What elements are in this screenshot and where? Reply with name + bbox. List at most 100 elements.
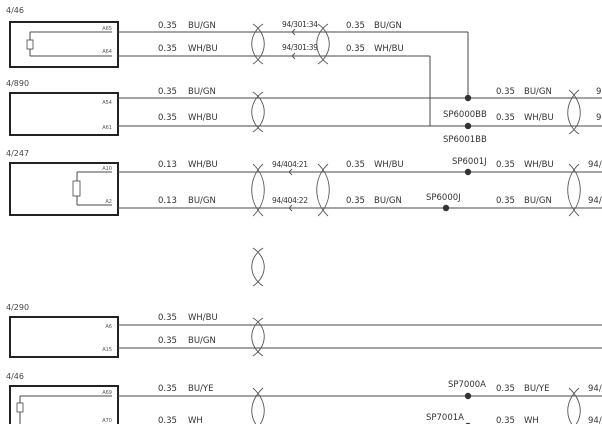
wire-color: BU/GN	[374, 21, 402, 31]
twisted-pair-icon	[251, 91, 265, 133]
wire-size: 0.35	[158, 416, 177, 424]
connector-code: 94/	[588, 384, 602, 394]
twisted-pair-icon	[251, 23, 265, 65]
twisted-pair-icon	[251, 247, 265, 287]
wire-size: 0.35	[158, 44, 177, 54]
wire-size: 0.13	[158, 160, 177, 170]
wire-size: 0.35	[346, 21, 365, 31]
wire-color: BU/GN	[524, 87, 552, 97]
wire-color: BU/YE	[188, 384, 213, 394]
wire-size: 0.35	[346, 160, 365, 170]
pin-label: A70	[102, 418, 112, 424]
wire-color: WH/BU	[188, 313, 218, 323]
wire-size: 0.13	[158, 196, 177, 206]
connector-pin-icon	[288, 204, 293, 212]
block-4-890: 4/890 A54 A61 0.35 BU/GN 0.35 WH/BU SP60…	[6, 79, 602, 145]
component-label: 4/890	[6, 79, 29, 88]
splice-point	[464, 392, 472, 400]
splice-label: SP6000J	[426, 193, 461, 203]
twisted-pair-icon	[567, 163, 581, 217]
pin-label: A54	[102, 100, 112, 106]
wire-size: 0.35	[496, 196, 515, 206]
wire-color: BU/GN	[374, 196, 402, 206]
twisted-pair-icon	[251, 163, 265, 217]
twisted-pair-icon	[316, 163, 330, 217]
resistor-symbol	[72, 171, 112, 206]
splice-label: SP6000BB	[443, 110, 487, 120]
pin-label: A61	[102, 125, 112, 131]
connector-code: 94/	[588, 196, 602, 206]
wire-color: WH	[524, 416, 539, 424]
wire-color: WH/BU	[374, 44, 404, 54]
wire-size: 0.35	[158, 87, 177, 97]
wire-color: BU/GN	[524, 196, 552, 206]
connector-code: 94/	[588, 160, 602, 170]
connector-pin-icon	[291, 28, 296, 36]
wire-size: 0.35	[496, 87, 515, 97]
splice-point	[442, 204, 450, 212]
wire-size: 0.35	[158, 113, 177, 123]
wire-color: BU/GN	[188, 87, 216, 97]
resistor-symbol	[26, 31, 112, 57]
wire-size: 0.35	[158, 384, 177, 394]
pin-label: A64	[102, 49, 112, 55]
wire-color: BU/GN	[188, 336, 216, 346]
wire-color: BU/GN	[188, 21, 216, 31]
twisted-pair-icon	[567, 387, 581, 424]
wire-color: WH	[188, 416, 203, 424]
wire-size: 0.35	[496, 113, 515, 123]
wire-color: WH/BU	[188, 44, 218, 54]
component-box	[9, 385, 119, 424]
wire-size: 0.35	[496, 160, 515, 170]
connector-code: 9	[596, 87, 601, 97]
connector-label: 94/301:39	[282, 43, 318, 52]
splice-label: SP7001A	[426, 413, 464, 423]
wire-color: WH/BU	[188, 160, 218, 170]
splice-label: SP6001BB	[443, 135, 487, 145]
block-4-290: 4/290 A6 A15 0.35 WH/BU 0.35 BU/GN	[6, 303, 602, 358]
block-4-247: 4/247 A10 A2 0.13 WH/BU 0.13 BU/GN 94/40…	[6, 149, 602, 217]
splice-point	[464, 122, 472, 130]
wire-color: WH/BU	[524, 160, 554, 170]
component-label: 4/46	[6, 6, 24, 15]
wire-color: WH/BU	[188, 113, 218, 123]
wire-size: 0.35	[158, 21, 177, 31]
pin-label: A2	[105, 199, 112, 205]
splice-label: SP6001J	[452, 157, 487, 167]
wire-size: 0.35	[496, 416, 515, 424]
wire-color: WH/BU	[524, 113, 554, 123]
pin-label: A6	[105, 324, 112, 330]
wire-color: BU/YE	[524, 384, 549, 394]
pin-label: A69	[102, 390, 112, 396]
component-box	[9, 316, 119, 358]
component-label: 4/247	[6, 149, 29, 158]
connector-label: 94/404:22	[272, 196, 308, 205]
component-box	[9, 92, 119, 136]
block-4-46-bottom: 4/46 A69 A70 0.35 BU/YE 0.35 WH SP7000A …	[6, 372, 602, 424]
pin-label: A15	[102, 347, 112, 353]
twisted-pair-icon	[567, 89, 581, 135]
pin-label: A10	[102, 166, 112, 172]
connector-label: 94/301:34	[282, 20, 318, 29]
pin-label: A65	[102, 26, 112, 32]
splice-point	[464, 168, 472, 176]
component-label: 4/46	[6, 372, 24, 381]
wire-color: WH/BU	[374, 160, 404, 170]
connector-pin-icon	[288, 168, 293, 176]
wire-size: 0.35	[346, 196, 365, 206]
wire-color: BU/GN	[188, 196, 216, 206]
twisted-pair-icon	[251, 387, 265, 424]
wire-size: 0.35	[346, 44, 365, 54]
resistor-symbol	[16, 395, 112, 424]
wire-size: 0.35	[158, 336, 177, 346]
component-label: 4/290	[6, 303, 29, 312]
connector-pin-icon	[291, 52, 296, 60]
splice-point	[464, 94, 472, 102]
wire-size: 0.35	[496, 384, 515, 394]
connector-label: 94/404:21	[272, 160, 308, 169]
twisted-pair-icon	[316, 23, 330, 65]
splice-label: SP7000A	[448, 380, 486, 390]
connector-code: 9	[596, 113, 601, 123]
wire-size: 0.35	[158, 313, 177, 323]
